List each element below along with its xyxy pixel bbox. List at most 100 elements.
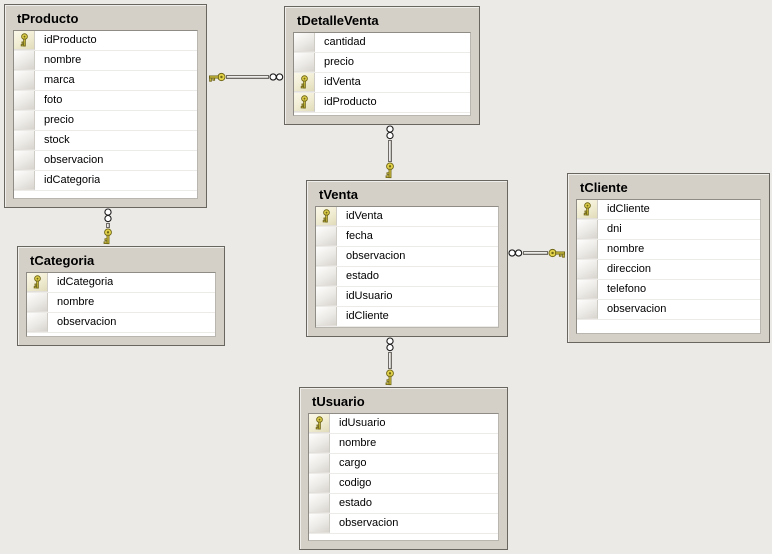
key-one-side-icon xyxy=(548,248,566,258)
grid-filler xyxy=(294,113,470,115)
column-row-observacion[interactable]: observacion xyxy=(316,247,498,267)
row-selector-cell xyxy=(27,293,48,312)
column-row-observacion[interactable]: observacion xyxy=(577,300,760,320)
row-selector-cell xyxy=(14,151,35,170)
column-name: observacion xyxy=(44,154,104,166)
column-row-idCliente[interactable]: idCliente xyxy=(316,307,498,327)
column-row-nombre[interactable]: nombre xyxy=(577,240,760,260)
column-row-idUsuario[interactable]: idUsuario xyxy=(316,287,498,307)
row-selector-cell xyxy=(577,220,598,239)
column-row-foto[interactable]: foto xyxy=(14,91,197,111)
key-one-side-icon xyxy=(385,162,394,179)
key-one-side-icon xyxy=(385,369,394,386)
column-row-idProducto[interactable]: idProducto xyxy=(14,31,197,51)
primary-key-icon xyxy=(322,208,330,222)
column-row-cargo[interactable]: cargo xyxy=(309,454,498,474)
column-name: observacion xyxy=(339,517,399,529)
column-row-idUsuario[interactable]: idUsuario xyxy=(309,414,498,434)
column-name: marca xyxy=(44,74,75,86)
column-row-direccion[interactable]: direccion xyxy=(577,260,760,280)
row-selector-cell xyxy=(309,514,330,533)
infinity-many-side-icon xyxy=(269,73,284,81)
row-selector-cell xyxy=(14,91,35,110)
column-name: idProducto xyxy=(324,96,377,108)
table-title[interactable]: tProducto xyxy=(17,11,79,26)
column-name: nombre xyxy=(607,243,645,255)
column-row-fecha[interactable]: fecha xyxy=(316,227,498,247)
column-row-marca[interactable]: marca xyxy=(14,71,197,91)
key-one-side-icon xyxy=(208,72,226,82)
column-name: cargo xyxy=(339,457,367,469)
table-title[interactable]: tDetalleVenta xyxy=(297,13,379,28)
column-row-observacion[interactable]: observacion xyxy=(14,151,197,171)
infinity-many-side-icon xyxy=(386,125,394,140)
column-row-estado[interactable]: estado xyxy=(309,494,498,514)
column-row-codigo[interactable]: codigo xyxy=(309,474,498,494)
column-name: estado xyxy=(346,270,380,282)
column-row-nombre[interactable]: nombre xyxy=(309,434,498,454)
relation-tCategoria-tProducto[interactable] xyxy=(101,208,115,246)
column-name: nombre xyxy=(57,296,95,308)
row-selector-cell xyxy=(577,280,598,299)
column-row-idVenta[interactable]: idVenta xyxy=(316,207,498,227)
relation-line xyxy=(388,140,392,162)
row-selector-cell xyxy=(14,51,35,70)
row-selector-cell xyxy=(316,307,337,326)
column-name: idCliente xyxy=(346,310,389,322)
column-row-telefono[interactable]: telefono xyxy=(577,280,760,300)
column-name: telefono xyxy=(607,283,647,295)
row-selector-cell xyxy=(309,474,330,493)
column-row-idCategoria[interactable]: idCategoria xyxy=(27,273,215,293)
row-selector-cell xyxy=(294,33,315,52)
column-row-nombre[interactable]: nombre xyxy=(14,51,197,71)
relation-tCliente-tVenta[interactable] xyxy=(508,246,567,260)
column-row-stock[interactable]: stock xyxy=(14,131,197,151)
primary-key-icon xyxy=(300,74,308,88)
row-selector-cell xyxy=(309,494,330,513)
column-name: observacion xyxy=(57,316,117,328)
column-row-idCliente[interactable]: idCliente xyxy=(577,200,760,220)
column-row-estado[interactable]: estado xyxy=(316,267,498,287)
column-name: idVenta xyxy=(324,76,361,88)
column-row-observacion[interactable]: observacion xyxy=(309,514,498,534)
column-row-idProducto[interactable]: idProducto xyxy=(294,93,470,113)
row-selector-cell xyxy=(294,53,315,72)
primary-key-icon xyxy=(315,415,323,429)
primary-key-cell xyxy=(294,73,315,92)
table-title[interactable]: tCliente xyxy=(580,180,628,195)
primary-key-cell xyxy=(14,31,35,50)
relation-tUsuario-tVenta[interactable] xyxy=(383,337,397,387)
row-selector-cell xyxy=(14,171,35,190)
row-selector-cell xyxy=(316,247,337,266)
column-row-precio[interactable]: precio xyxy=(294,53,470,73)
table-title[interactable]: tUsuario xyxy=(312,394,365,409)
row-selector-cell xyxy=(14,71,35,90)
column-row-observacion[interactable]: observacion xyxy=(27,313,215,333)
column-name: stock xyxy=(44,134,70,146)
column-name: precio xyxy=(44,114,74,126)
column-name: idUsuario xyxy=(346,290,393,302)
column-row-precio[interactable]: precio xyxy=(14,111,197,131)
table-title[interactable]: tCategoria xyxy=(30,253,95,268)
table-title[interactable]: tVenta xyxy=(319,187,359,202)
column-row-idCategoria[interactable]: idCategoria xyxy=(14,171,197,191)
column-row-cantidad[interactable]: cantidad xyxy=(294,33,470,53)
primary-key-icon xyxy=(20,32,28,46)
infinity-many-side-icon xyxy=(386,337,394,352)
column-row-idVenta[interactable]: idVenta xyxy=(294,73,470,93)
table-tCategoria[interactable]: tCategoria idCategoria nombre observacion xyxy=(17,246,225,346)
grid-filler xyxy=(577,320,760,333)
relation-tVenta-tDetalleVenta[interactable] xyxy=(383,125,397,180)
column-row-dni[interactable]: dni xyxy=(577,220,760,240)
primary-key-cell xyxy=(577,200,598,219)
key-one-side-icon xyxy=(103,228,112,245)
column-row-nombre[interactable]: nombre xyxy=(27,293,215,313)
relation-tProducto-tDetalleVenta[interactable] xyxy=(207,70,284,84)
